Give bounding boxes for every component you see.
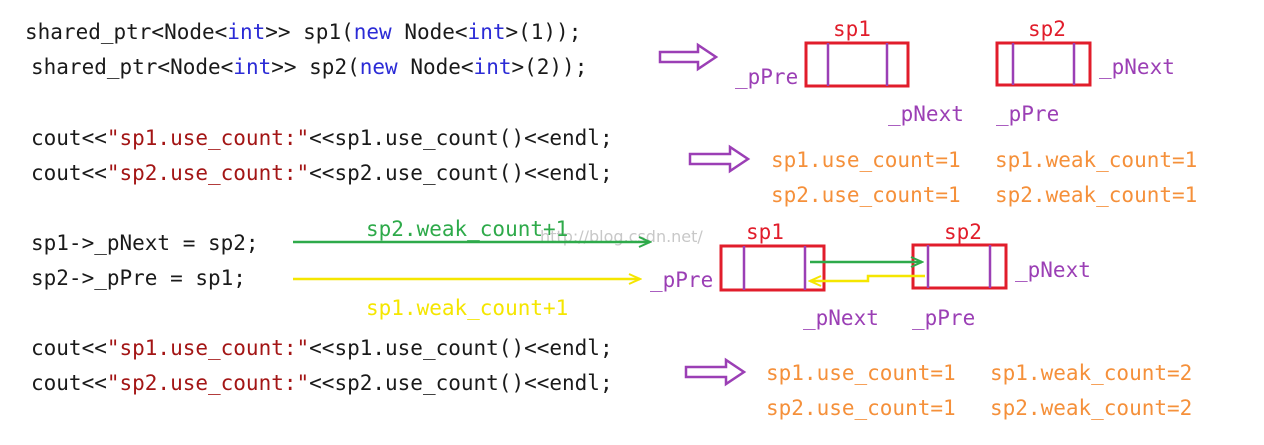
count-text: sp1.weak_count=1 xyxy=(995,148,1197,172)
diagram-linked: sp1 sp2 _pPre _pNext _pNext _pPre xyxy=(650,220,1091,330)
code-line-1: shared_ptr<Node<int>> sp1(new Node<int>(… xyxy=(25,20,581,44)
code-line-2: shared_ptr<Node<int>> sp2(new Node<int>(… xyxy=(31,55,587,79)
count-text: sp1.weak_count=2 xyxy=(990,361,1192,385)
code-line-7: cout<<"sp1.use_count:"<<sp1.use_count()<… xyxy=(31,336,613,360)
hollow-arrow-icon xyxy=(684,357,747,387)
diagram-initial: sp1 sp2 _pPre _pNext _pNext _pPre xyxy=(735,17,1175,126)
count-text: sp2.weak_count=2 xyxy=(990,396,1192,420)
node-box-sp1 xyxy=(804,41,910,88)
pointer-label-pnext: _pNext xyxy=(888,102,964,126)
node-box-sp2 xyxy=(995,41,1092,87)
node-label-sp2: sp2 xyxy=(1028,17,1066,41)
pointer-label-pnext: _pNext xyxy=(1099,55,1175,79)
pointer-label-ppre: _pPre xyxy=(650,268,713,292)
hollow-arrow-icon xyxy=(658,42,719,72)
code-line-3: cout<<"sp1.use_count:"<<sp1.use_count()<… xyxy=(31,126,613,150)
pointer-label-pnext: _pNext xyxy=(1015,258,1091,282)
ppre-link-arrow xyxy=(810,274,925,281)
count-text: sp2.weak_count=1 xyxy=(995,183,1197,207)
pointer-label-ppre: _pPre xyxy=(996,102,1059,126)
hollow-arrow-icon xyxy=(688,144,751,174)
node-box-sp1 xyxy=(719,244,826,292)
count-text: sp2.use_count=1 xyxy=(766,396,956,420)
counts-initial: sp1.use_count=1 sp1.weak_count=1 sp2.use… xyxy=(771,148,1197,207)
pointer-label-ppre: _pPre xyxy=(735,65,798,89)
count-text: sp1.use_count=1 xyxy=(771,148,961,172)
code-line-6: sp2->_pPre = sp1; xyxy=(31,266,246,290)
code-line-8: cout<<"sp2.use_count:"<<sp2.use_count()<… xyxy=(31,371,613,395)
code-line-4: cout<<"sp2.use_count:"<<sp2.use_count()<… xyxy=(31,161,613,185)
node-label-sp2: sp2 xyxy=(944,220,982,244)
count-text: sp1.use_count=1 xyxy=(766,361,956,385)
weak-count-label-green: sp2.weak_count+1 xyxy=(366,217,568,241)
pointer-label-ppre: _pPre xyxy=(912,306,975,330)
counts-linked: sp1.use_count=1 sp1.weak_count=2 sp2.use… xyxy=(766,361,1192,420)
weak-count-label-yellow: sp1.weak_count+1 xyxy=(366,296,568,320)
code-line-5: sp1->_pNext = sp2; xyxy=(31,231,259,255)
count-text: sp2.use_count=1 xyxy=(771,183,961,207)
node-label-sp1: sp1 xyxy=(833,17,871,41)
code-block: shared_ptr<Node<int>> sp1(new Node<int>(… xyxy=(25,20,613,395)
pointer-label-pnext: _pNext xyxy=(803,306,879,330)
node-label-sp1: sp1 xyxy=(746,220,784,244)
